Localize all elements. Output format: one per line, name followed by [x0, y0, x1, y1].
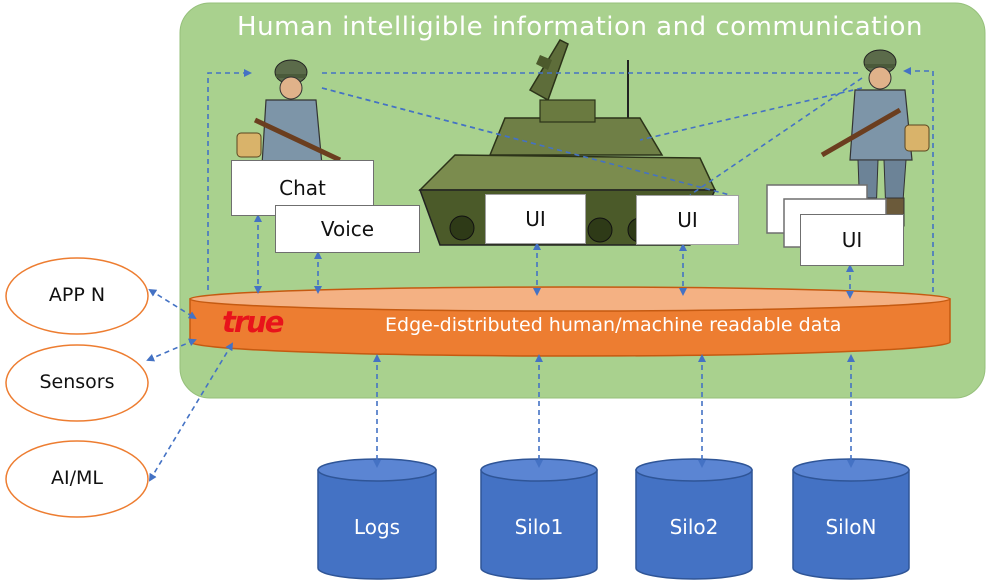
soldier-left-illustration — [236, 59, 342, 196]
voice-box: Voice — [275, 205, 420, 253]
sensors-node — [5, 344, 149, 422]
app-n-node — [5, 257, 149, 335]
silo-cylinders — [317, 458, 910, 580]
logs-label: Logs — [353, 515, 401, 539]
app-n-label: APP N — [48, 284, 106, 306]
connector-arrows — [146, 67, 934, 482]
ui-box-3: UI — [800, 214, 904, 266]
silo2-cylinder — [635, 458, 753, 580]
soldier-right-to-ui — [689, 77, 863, 196]
ai-ml-node — [5, 440, 149, 518]
ui-label-1: UI — [525, 207, 546, 231]
layer-title: Human intelligible information and commu… — [237, 12, 923, 42]
silon-cylinder — [792, 458, 910, 580]
right-loop-arrow — [903, 67, 934, 292]
soldier-right-to-tank — [639, 87, 863, 141]
bus-label: Edge-distributed human/machine readable … — [385, 314, 842, 336]
ui-box-2: UI — [636, 195, 739, 245]
silon-label: SiloN — [825, 515, 877, 539]
ui-label-3: UI — [841, 228, 863, 252]
ui-box-1: UI — [485, 194, 586, 244]
sensors-label: Sensors — [39, 371, 115, 393]
logs-cylinder — [317, 458, 437, 580]
silo1-cylinder — [480, 458, 598, 580]
silo2-label: Silo2 — [669, 515, 719, 539]
ui-label-2: UI — [677, 208, 698, 232]
true-logo: true — [222, 305, 285, 339]
voice-label: Voice — [320, 217, 375, 241]
left-loop-arrow — [207, 69, 252, 290]
chat-label: Chat — [279, 176, 326, 200]
ai-ml-label: AI/ML — [51, 467, 103, 489]
data-bus-cylinder — [189, 286, 951, 357]
silo1-label: Silo1 — [514, 515, 564, 539]
soldier-left-to-voice-ui — [321, 87, 731, 196]
